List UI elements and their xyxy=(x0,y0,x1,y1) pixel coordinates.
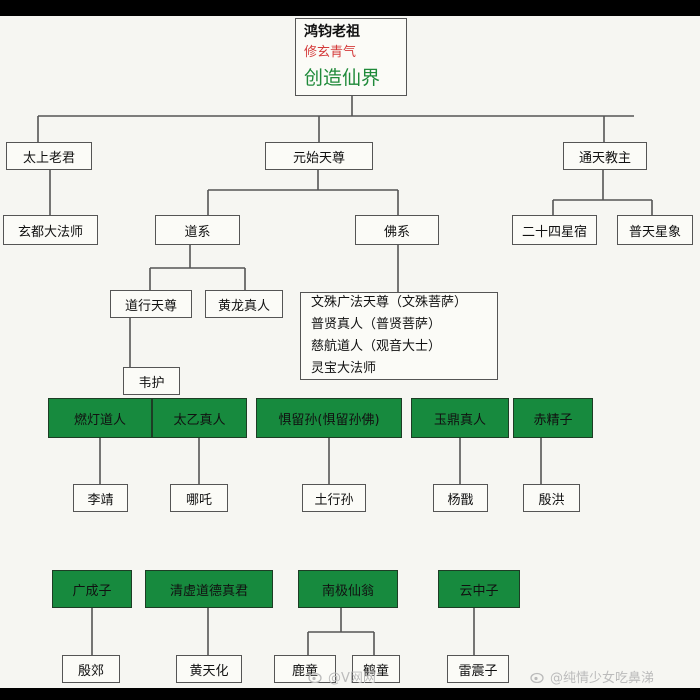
root-title: 鸿钧老祖 xyxy=(304,24,360,40)
node-daoxi: 道系 xyxy=(155,215,240,245)
foxi-line-cihang: 慈航道人（观音大士） xyxy=(311,339,442,354)
node-weihu: 韦护 xyxy=(123,367,180,395)
node-julisun: 惧留孙(惧留孙佛) xyxy=(256,398,402,438)
foxi-line-lingbao: 灵宝大法师 xyxy=(311,361,377,376)
root-subtitle: 修玄青气 xyxy=(304,45,357,60)
node-putian: 普天星象 xyxy=(617,215,693,245)
node-leizhenzi: 雷震子 xyxy=(447,655,509,683)
node-foxi: 佛系 xyxy=(355,215,439,245)
node-huanglong: 黄龙真人 xyxy=(205,290,283,318)
watermark-right-text: @纯情少女吃鼻涕 xyxy=(550,671,655,686)
watermark-right: @纯情少女吃鼻涕 xyxy=(530,667,654,686)
node-lutong: 鹿童 xyxy=(274,655,336,683)
watermark-left: @V网网 xyxy=(308,667,376,686)
node-lijing: 李靖 xyxy=(73,484,128,512)
node-tuxingsun: 土行孙 xyxy=(302,484,366,512)
watermark-left-text: @V网网 xyxy=(328,671,376,686)
node-taishang: 太上老君 xyxy=(6,142,92,170)
node-tongtian: 通天教主 xyxy=(563,142,647,170)
foxi-line-puxian: 普贤真人（普贤菩萨） xyxy=(311,317,442,332)
node-yinhong: 殷洪 xyxy=(523,484,580,512)
root-main-text: 创造仙界 xyxy=(304,67,381,89)
node-yangjian: 杨戬 xyxy=(433,484,488,512)
node-yuanshi: 元始天尊 xyxy=(265,142,373,170)
node-hetong: 鹤童 xyxy=(352,655,400,683)
node-daoxing: 道行天尊 xyxy=(110,290,192,318)
node-randeng: 燃灯道人 xyxy=(48,398,152,438)
node-taiyi: 太乙真人 xyxy=(152,398,247,438)
node-nanji: 南极仙翁 xyxy=(298,570,398,608)
weibo-icon xyxy=(308,672,322,683)
node-guangcheng: 广成子 xyxy=(52,570,132,608)
node-huangtianhua: 黄天化 xyxy=(176,655,242,683)
node-nezha: 哪吒 xyxy=(170,484,228,512)
node-qingxu: 清虚道德真君 xyxy=(145,570,273,608)
bottom-black-bar xyxy=(0,688,700,700)
node-xuandu: 玄都大法师 xyxy=(3,215,98,245)
node-yinjiao: 殷郊 xyxy=(62,655,120,683)
foxi-line-wenshu: 文殊广法天尊（文殊菩萨） xyxy=(311,295,468,310)
weibo-icon xyxy=(530,672,544,683)
node-yunzhong: 云中子 xyxy=(438,570,520,608)
node-ershisi: 二十四星宿 xyxy=(512,215,597,245)
node-chijing: 赤精子 xyxy=(513,398,593,438)
node-foxi-list: 文殊广法天尊（文殊菩萨） 普贤真人（普贤菩萨） 慈航道人（观音大士） 灵宝大法师 xyxy=(300,292,498,380)
top-black-bar xyxy=(0,0,700,16)
node-yuding: 玉鼎真人 xyxy=(411,398,509,438)
root-node-hongjun: 鸿钧老祖 修玄青气 创造仙界 xyxy=(295,18,407,96)
